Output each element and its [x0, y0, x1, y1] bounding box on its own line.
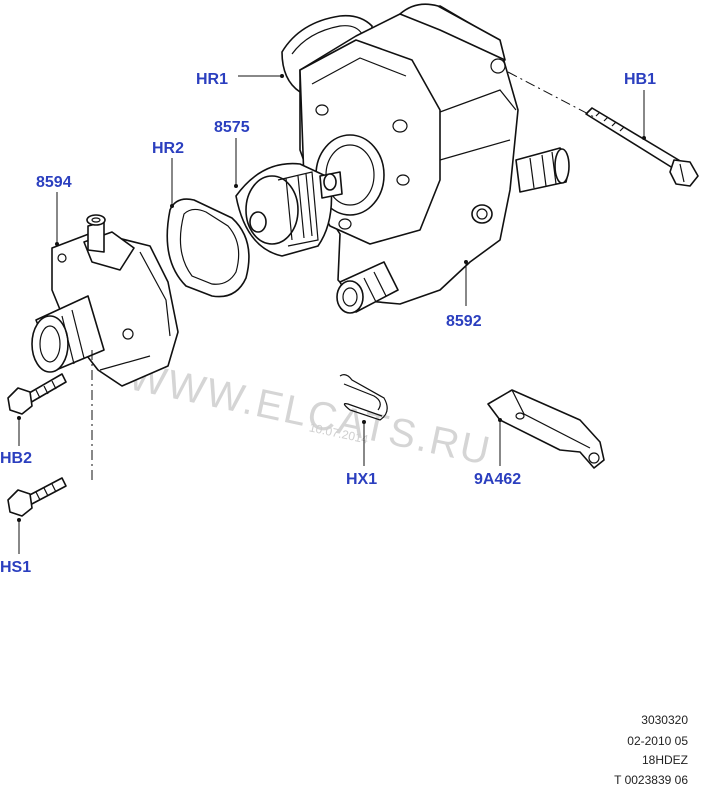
clip-hx1 — [339, 374, 388, 421]
callout-8592: 8592 — [446, 313, 482, 330]
thermostat-housing-8592 — [281, 3, 570, 314]
reference-line-2: 02-2010 05 — [627, 734, 688, 748]
callout-hr1: HR1 — [196, 71, 228, 88]
callout-9a462: 9A462 — [474, 471, 521, 488]
callout-hs1: HS1 — [0, 559, 31, 576]
reference-line-3: 18HDEZ — [642, 753, 688, 767]
callout-8594: 8594 — [36, 174, 72, 191]
callout-hb2: HB2 — [0, 450, 32, 467]
bolt-hb2 — [7, 373, 67, 415]
reference-line-4: T 0023839 06 — [614, 773, 688, 787]
callout-8575: 8575 — [214, 119, 250, 136]
callout-hx1: HX1 — [346, 471, 377, 488]
thermostat-8575 — [235, 162, 343, 257]
reference-block: 3030320 02-2010 05 18HDEZ T 0023839 06 — [614, 713, 688, 787]
seal-ring-hr2 — [166, 198, 250, 298]
reference-line-1: 3030320 — [641, 713, 688, 727]
bolt-hs1 — [7, 477, 67, 517]
bolt-hb1 — [585, 107, 699, 187]
callout-hb1: HB1 — [624, 71, 656, 88]
outlet-housing-8594 — [31, 214, 179, 387]
callout-hr2: HR2 — [152, 140, 184, 157]
axis-hb1 — [507, 71, 597, 119]
bracket-9a462 — [487, 389, 605, 469]
watermark-text: WWW.ELCATS.RU — [125, 354, 496, 474]
